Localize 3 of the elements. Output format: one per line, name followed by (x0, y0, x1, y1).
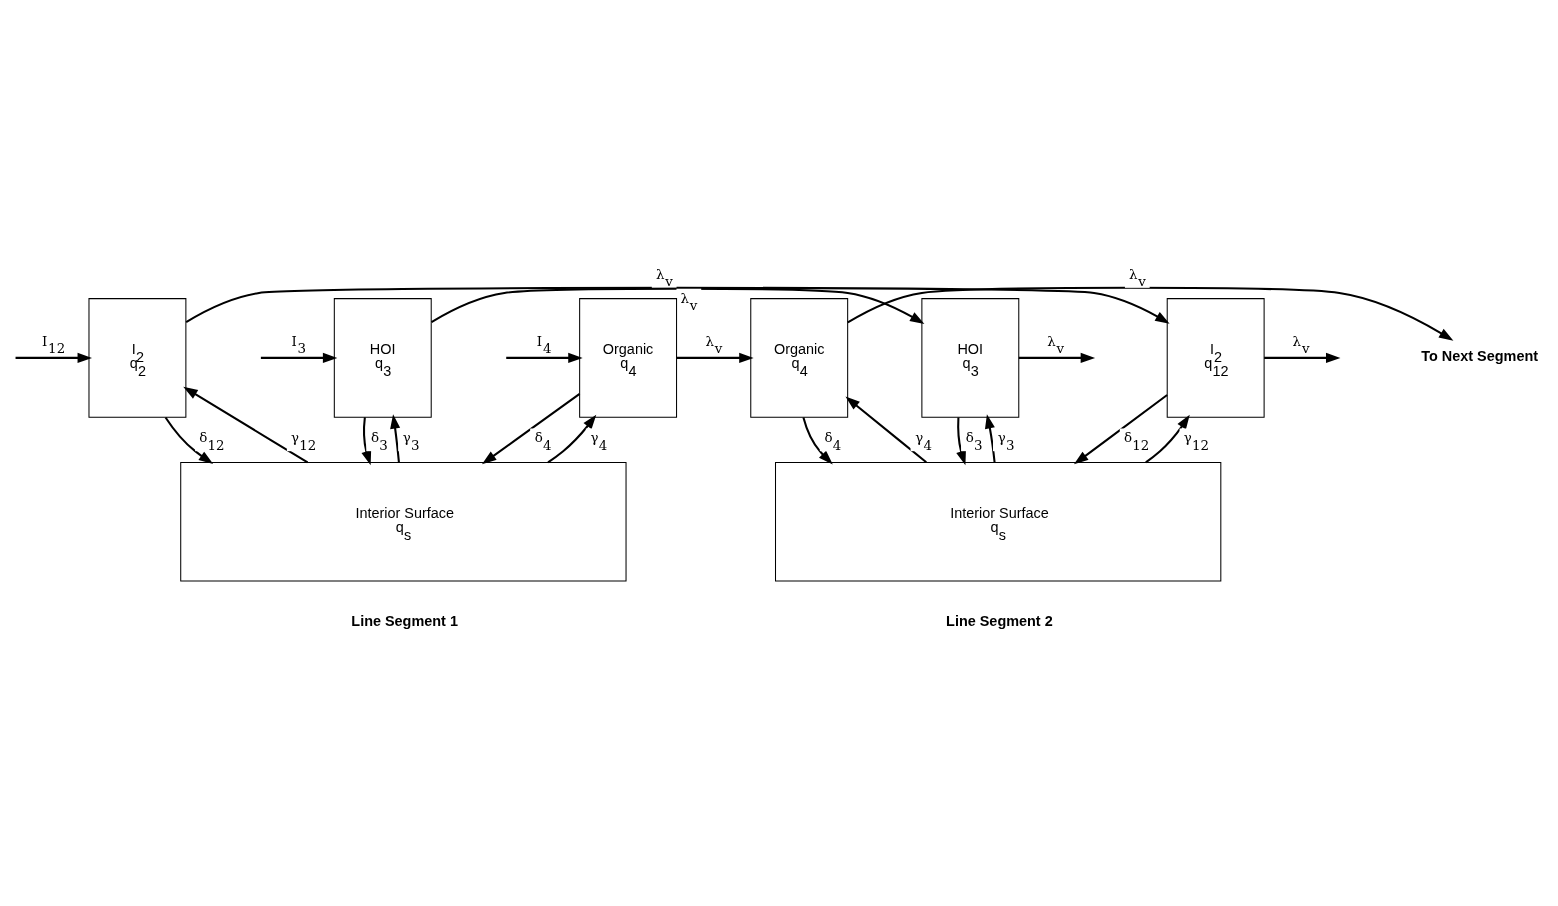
node-label: Line Segment 2 (946, 612, 1053, 629)
node-text: To Next Segment (1421, 347, 1539, 364)
node-label: Line Segment 1 (351, 612, 458, 629)
